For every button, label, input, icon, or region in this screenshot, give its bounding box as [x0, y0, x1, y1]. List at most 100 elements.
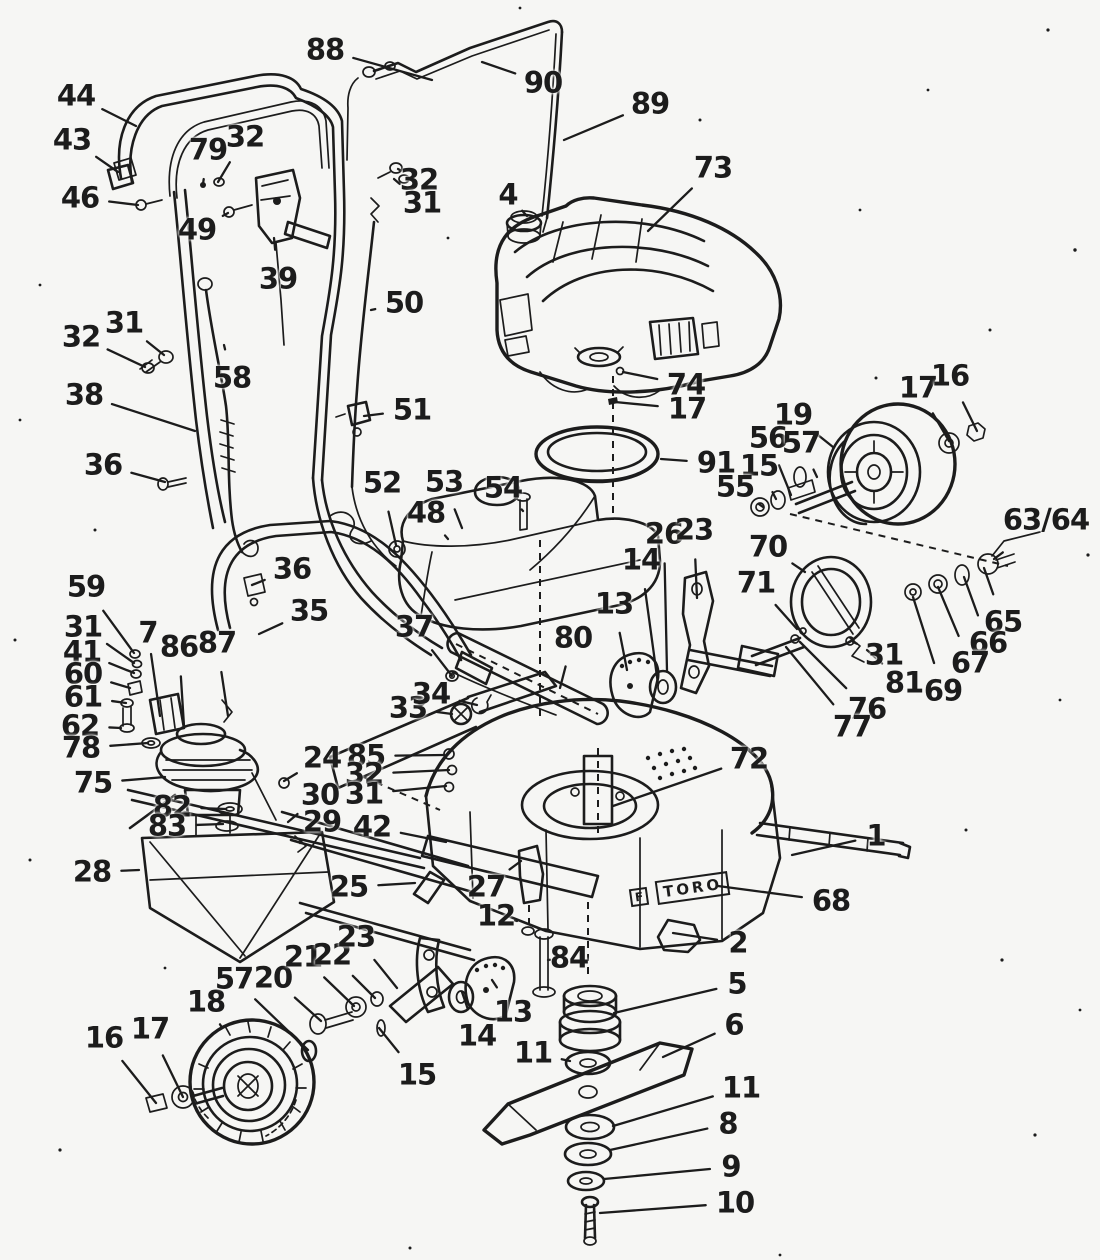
callout-49: 49 [177, 212, 217, 247]
callout-63/64: 63/64 [1002, 502, 1090, 537]
leader-line-57 [812, 468, 819, 479]
cable-clamp-51 [335, 400, 372, 437]
leader-line-13 [618, 631, 629, 672]
leader-line-15 [771, 490, 778, 501]
lower-handle [210, 511, 494, 686]
callout-33: 33 [388, 690, 428, 725]
callout-39: 39 [258, 261, 298, 296]
callout-53: 53 [424, 464, 464, 499]
callout-67: 67 [950, 645, 990, 680]
leader-line-32 [216, 161, 232, 184]
callout-16: 16 [930, 358, 970, 393]
callout-73: 73 [693, 150, 733, 185]
callout-15: 15 [397, 1057, 437, 1092]
leader-line-60 [110, 681, 132, 690]
leader-line-66 [962, 575, 980, 617]
callout-38: 38 [64, 377, 104, 412]
leader-line-90 [480, 60, 517, 75]
leader-line-85 [394, 753, 446, 757]
callout-15: 15 [739, 448, 779, 483]
callout-55: 55 [715, 469, 755, 504]
leader-line-55 [757, 502, 765, 509]
leader-line-9 [602, 1167, 712, 1181]
gear-case [119, 649, 426, 870]
leader-line-31 [392, 784, 448, 793]
callout-17: 17 [130, 1011, 170, 1046]
callout-34: 34 [411, 676, 451, 711]
leader-line-70 [791, 562, 807, 574]
callout-24: 24 [302, 740, 342, 775]
callout-51: 51 [392, 392, 432, 427]
leader-line-86 [179, 675, 186, 728]
callout-32: 32 [225, 119, 265, 154]
leader-line-75 [121, 775, 167, 782]
leader-line-16 [121, 1059, 158, 1105]
callout-13: 13 [594, 586, 634, 621]
callout-22: 22 [312, 937, 352, 972]
callout-72: 72 [729, 741, 769, 776]
engine [494, 196, 783, 520]
leader-line-77 [784, 645, 835, 706]
handle-bolts-upper [377, 162, 410, 184]
leader-line-6 [661, 1032, 716, 1059]
callout-11: 11 [513, 1035, 553, 1070]
callout-2: 2 [728, 925, 748, 960]
callout-23: 23 [336, 919, 376, 954]
leader-line-18 [218, 1023, 223, 1028]
leader-line-82 [200, 806, 228, 811]
leader-line-19 [814, 432, 835, 449]
callout-42: 42 [352, 809, 392, 844]
brake-cable [350, 197, 397, 567]
leader-line-14 [460, 990, 469, 1010]
callout-66: 66 [968, 625, 1008, 660]
handle-bolts-left [139, 350, 174, 374]
callout-81: 81 [884, 665, 924, 700]
callout-5: 5 [727, 966, 747, 1001]
callout-74: 74 [666, 367, 706, 402]
callout-9: 9 [721, 1149, 741, 1184]
callout-91: 91 [696, 445, 736, 480]
scan-noise [13, 6, 1090, 1257]
leader-line-17 [161, 1054, 185, 1099]
leader-line-54 [520, 508, 525, 513]
leader-line-89 [562, 114, 625, 142]
callout-65: 65 [983, 604, 1023, 639]
leader-line-5 [612, 987, 718, 1015]
callout-87: 87 [197, 625, 237, 660]
leader-line-43 [94, 155, 120, 174]
callout-37: 37 [394, 609, 434, 644]
leader-line-25 [377, 881, 417, 887]
callout-56: 56 [748, 420, 788, 455]
leader-line-16 [961, 401, 979, 433]
callout-83: 83 [147, 808, 187, 843]
callout-21: 21 [283, 939, 323, 974]
callout-60: 60 [63, 656, 103, 691]
leader-line-2 [671, 931, 719, 941]
leader-line-91 [659, 457, 688, 463]
callout-7: 7 [138, 615, 158, 650]
callout-36: 36 [272, 551, 312, 586]
leader-line-52 [387, 510, 398, 547]
callout-31: 31 [864, 637, 904, 672]
rear-axle-parts [750, 422, 1041, 601]
callout-27: 27 [466, 869, 506, 904]
leader-line-11 [611, 1095, 714, 1128]
callout-17: 17 [667, 391, 707, 426]
leader-line-68 [716, 884, 804, 899]
leader-line-32 [106, 348, 147, 369]
rear-wheel [826, 402, 957, 526]
callout-71: 71 [736, 565, 776, 600]
callout-76: 76 [847, 691, 887, 726]
callout-61: 61 [63, 679, 103, 714]
callout-25: 25 [329, 869, 369, 904]
callout-31: 31 [104, 305, 144, 340]
callout-41: 41 [62, 634, 102, 669]
leader-line-33 [435, 710, 454, 716]
callout-14: 14 [621, 542, 661, 577]
deck-vents [645, 746, 698, 781]
leader-line-7 [149, 652, 162, 718]
leader-line-58 [222, 343, 227, 351]
callout-31: 31 [63, 609, 103, 644]
